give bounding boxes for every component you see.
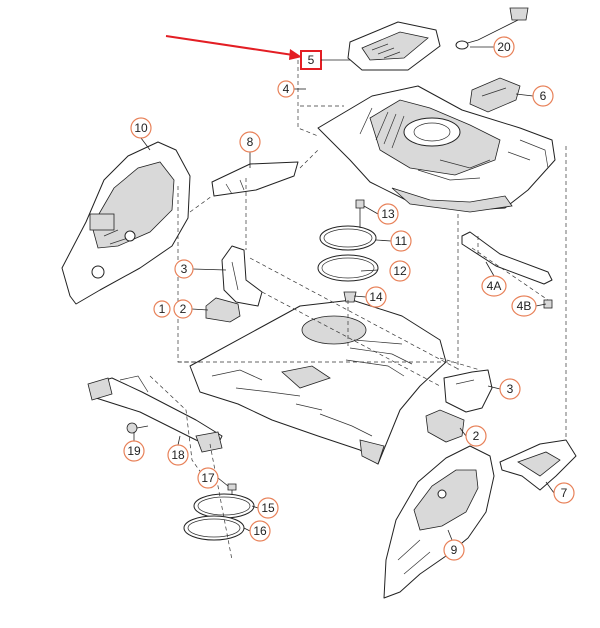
callout-leaders <box>133 46 555 541</box>
svg-text:19: 19 <box>127 444 141 458</box>
part-5-cover-plate <box>347 21 441 71</box>
highlight-arrow <box>165 35 302 60</box>
svg-text:3: 3 <box>181 262 188 276</box>
callout-10: 10 <box>130 117 152 139</box>
svg-text:6: 6 <box>540 89 547 103</box>
part-2-plate-left <box>205 297 241 323</box>
callout-8: 8 <box>239 131 261 153</box>
callout-14: 14 <box>365 286 387 308</box>
part-12-seal <box>317 254 379 282</box>
svg-text:2: 2 <box>473 429 480 443</box>
callout-3-right: 3 <box>499 378 521 400</box>
callout-3-left: 3 <box>174 259 194 279</box>
callout-18: 18 <box>167 444 189 466</box>
part-20-holder <box>455 7 529 50</box>
callout-5: 5 <box>308 53 315 67</box>
svg-text:15: 15 <box>261 501 275 515</box>
part-3-bracket-left <box>221 245 263 307</box>
svg-text:9: 9 <box>451 543 458 557</box>
svg-text:11: 11 <box>395 234 408 248</box>
part-11-seal <box>319 225 377 251</box>
svg-text:17: 17 <box>201 471 215 485</box>
callout-11: 11 <box>390 230 412 252</box>
svg-text:4B: 4B <box>517 299 532 313</box>
svg-text:16: 16 <box>253 524 267 538</box>
svg-text:3: 3 <box>507 382 514 396</box>
part-14-nut <box>343 291 357 303</box>
callout-6: 6 <box>532 85 554 107</box>
callout-13: 13 <box>377 203 399 225</box>
svg-text:2: 2 <box>180 302 187 316</box>
svg-text:12: 12 <box>393 264 407 278</box>
part-7-bracket <box>499 439 577 491</box>
svg-text:4A: 4A <box>487 279 502 293</box>
callout-17: 17 <box>197 467 219 489</box>
callout-4a: 4A <box>481 275 507 297</box>
part-10-wheel-house-left <box>61 141 191 305</box>
part-2-plate-right <box>425 409 465 443</box>
spare-wheel-well <box>317 85 556 213</box>
svg-text:4: 4 <box>283 82 290 96</box>
callout-2-left: 2 <box>173 299 193 319</box>
part-16-seal <box>183 515 245 541</box>
callout-1: 1 <box>153 300 171 318</box>
part-3-bracket-right <box>443 369 493 413</box>
part-19-bolt <box>126 422 149 434</box>
callout-2-right: 2 <box>465 425 487 447</box>
callout-20: 20 <box>493 36 515 58</box>
svg-text:20: 20 <box>497 40 511 54</box>
svg-text:1: 1 <box>159 302 166 316</box>
part-13-bolt <box>355 199 365 228</box>
svg-text:8: 8 <box>247 135 254 149</box>
svg-text:18: 18 <box>171 448 185 462</box>
callout-7: 7 <box>553 482 575 504</box>
svg-text:13: 13 <box>381 207 395 221</box>
svg-text:10: 10 <box>134 121 148 135</box>
part-4a-strip <box>461 231 553 285</box>
svg-text:7: 7 <box>561 486 568 500</box>
svg-text:5: 5 <box>308 53 315 67</box>
part-18-cross-member <box>87 375 223 453</box>
callout-15: 15 <box>257 497 279 519</box>
svg-text:14: 14 <box>369 290 383 304</box>
callout-9: 9 <box>443 539 465 561</box>
callout-16: 16 <box>249 520 271 542</box>
rear-floor-pan <box>189 299 447 465</box>
part-8-panel <box>211 161 299 197</box>
assembly-lines <box>149 60 567 561</box>
callout-19: 19 <box>123 440 145 462</box>
part-9-wheel-house-right <box>383 445 495 599</box>
callout-4: 4 <box>277 80 295 98</box>
callout-12: 12 <box>389 260 411 282</box>
part-6-bracket <box>469 77 521 113</box>
callout-4b: 4B <box>511 295 537 317</box>
part-15-seal <box>193 493 255 519</box>
